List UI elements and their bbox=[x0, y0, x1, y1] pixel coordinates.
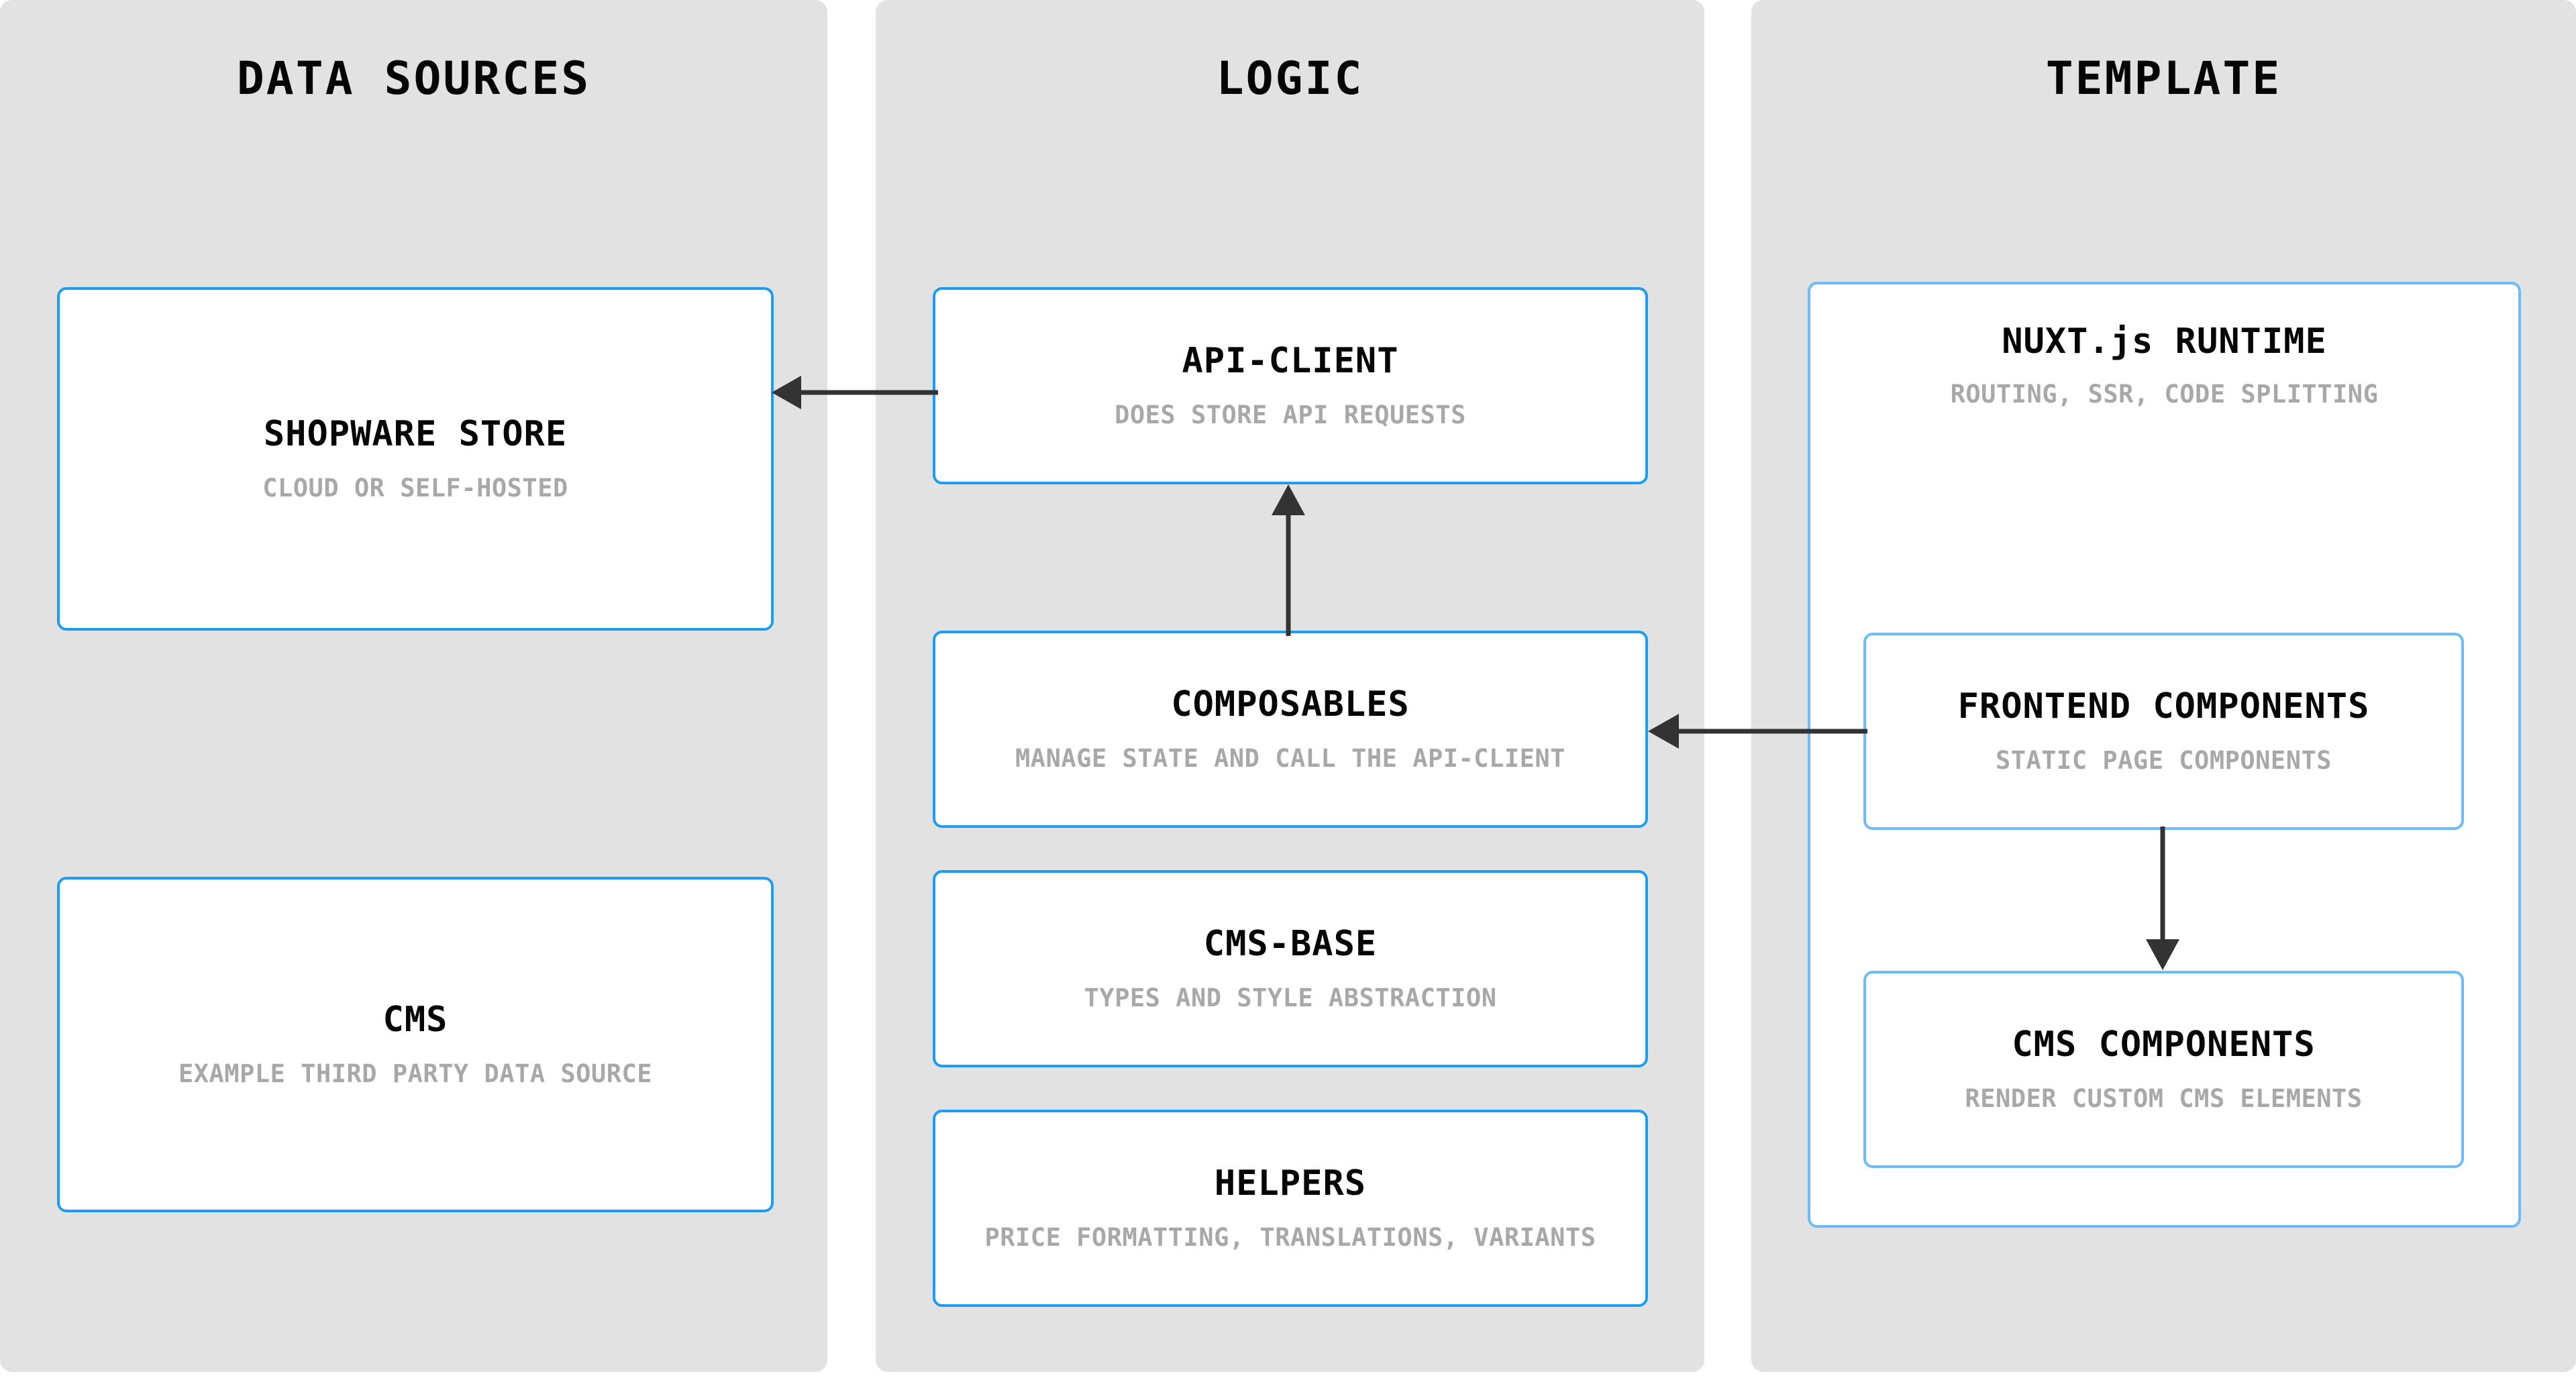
node-title-helpers: HELPERS bbox=[1214, 1163, 1367, 1204]
node-subtitle-frontend-components: STATIC PAGE COMPONENTS bbox=[1995, 745, 2332, 775]
node-frontend-components[interactable]: FRONTEND COMPONENTS STATIC PAGE COMPONEN… bbox=[1863, 633, 2464, 830]
node-title-cms-base: CMS-BASE bbox=[1203, 924, 1378, 965]
node-title-cms: CMS bbox=[382, 1000, 448, 1041]
node-cms-base[interactable]: CMS-BASE TYPES AND STYLE ABSTRACTION bbox=[933, 870, 1648, 1067]
column-title-data-sources: DATA SOURCES bbox=[236, 52, 591, 105]
node-subtitle-shopware-store: CLOUD OR SELF-HOSTED bbox=[262, 473, 568, 502]
node-subtitle-api-client: DOES STORE API REQUESTS bbox=[1115, 400, 1466, 429]
node-composables[interactable]: COMPOSABLES MANAGE STATE AND CALL THE AP… bbox=[933, 631, 1648, 828]
node-title-cms-components: CMS COMPONENTS bbox=[2012, 1024, 2316, 1065]
node-subtitle-nuxt-runtime: ROUTING, SSR, CODE SPLITTING bbox=[1950, 379, 2379, 409]
node-subtitle-cms-base: TYPES AND STYLE ABSTRACTION bbox=[1084, 983, 1497, 1012]
node-cms-components[interactable]: CMS COMPONENTS RENDER CUSTOM CMS ELEMENT… bbox=[1863, 971, 2464, 1168]
node-api-client[interactable]: API-CLIENT DOES STORE API REQUESTS bbox=[933, 287, 1648, 484]
node-helpers[interactable]: HELPERS PRICE FORMATTING, TRANSLATIONS, … bbox=[933, 1110, 1648, 1307]
node-subtitle-cms: EXAMPLE THIRD PARTY DATA SOURCE bbox=[178, 1059, 653, 1088]
node-title-shopware-store: SHOPWARE STORE bbox=[263, 414, 568, 455]
column-title-template: TEMPLATE bbox=[2045, 52, 2282, 105]
node-title-api-client: API-CLIENT bbox=[1182, 341, 1399, 382]
node-shopware-store[interactable]: SHOPWARE STORE CLOUD OR SELF-HOSTED bbox=[57, 287, 774, 631]
arrow-frontend-components-to-cms-components bbox=[2134, 825, 2194, 976]
column-title-logic: LOGIC bbox=[1216, 52, 1364, 105]
arrow-frontend-components-to-composables bbox=[1637, 701, 1869, 761]
node-title-composables: COMPOSABLES bbox=[1171, 684, 1410, 725]
arrow-composables-to-api-client bbox=[1258, 476, 1319, 637]
node-subtitle-composables: MANAGE STATE AND CALL THE API-CLIENT bbox=[1015, 743, 1565, 773]
node-subtitle-helpers: PRICE FORMATTING, TRANSLATIONS, VARIANTS bbox=[984, 1222, 1596, 1252]
node-title-frontend-components: FRONTEND COMPONENTS bbox=[1957, 686, 2370, 727]
node-title-nuxt-runtime: NUXT.js RUNTIME bbox=[2002, 321, 2327, 362]
node-subtitle-cms-components: RENDER CUSTOM CMS ELEMENTS bbox=[1965, 1083, 2363, 1113]
arrow-api-client-to-shopware-store bbox=[765, 362, 939, 423]
node-cms[interactable]: CMS EXAMPLE THIRD PARTY DATA SOURCE bbox=[57, 877, 774, 1212]
